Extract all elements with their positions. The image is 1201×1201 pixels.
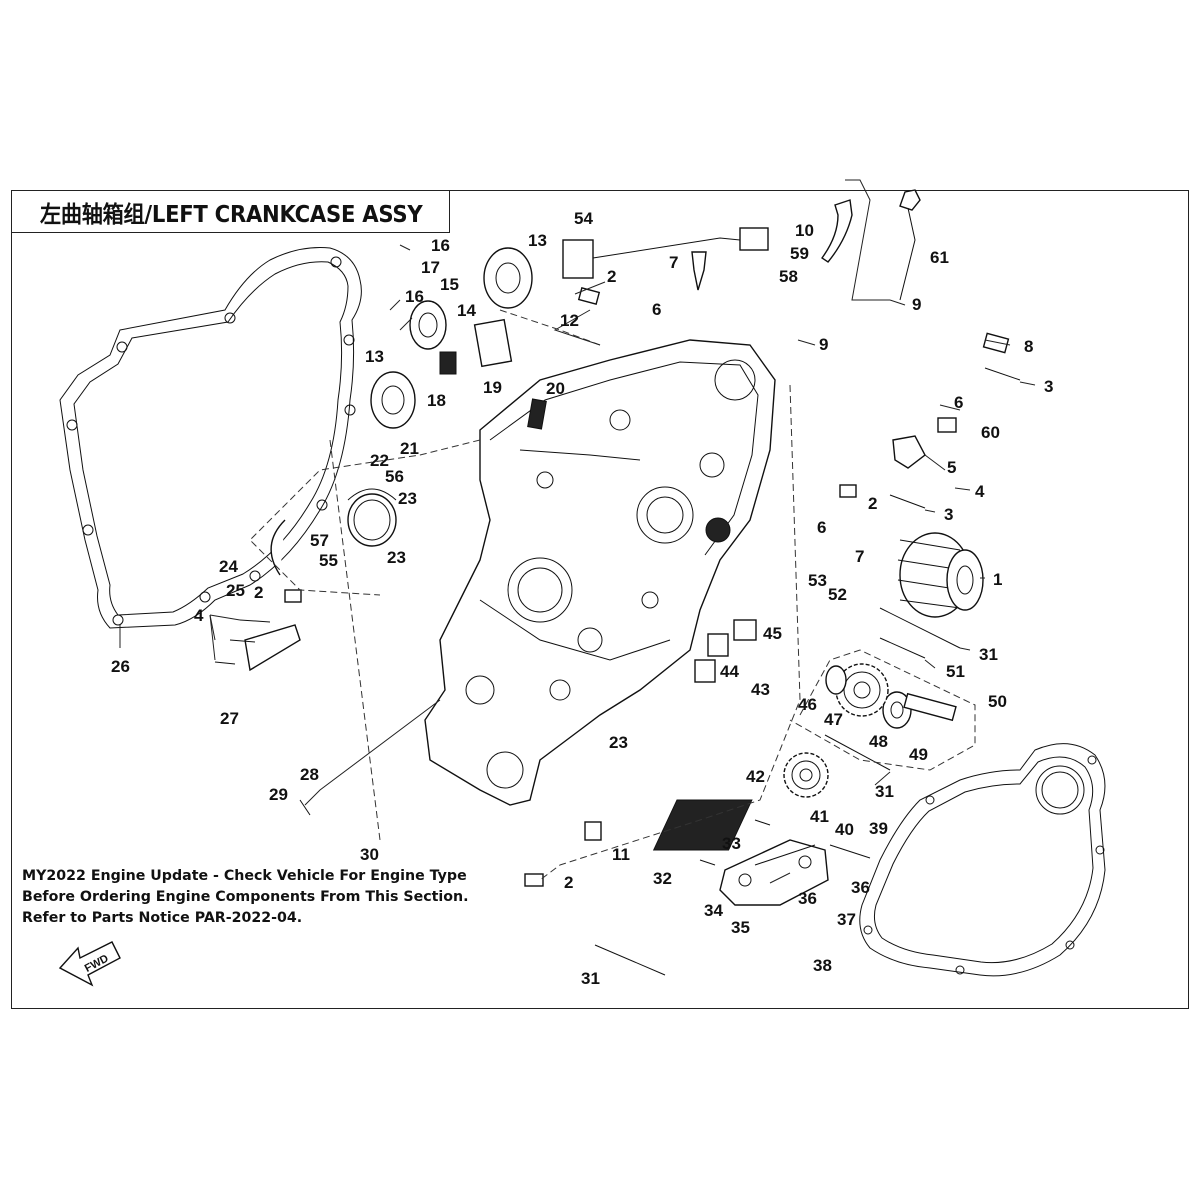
leader-lines (119, 179, 1036, 884)
left-crankcase-body (424, 339, 776, 806)
callout-numbers: 54 13 2 7 10 59 58 61 16 17 16 15 14 12 … (111, 209, 1053, 988)
callout-30: 30 (360, 845, 379, 864)
callout-45: 45 (763, 624, 782, 643)
callout-44: 44 (720, 662, 739, 681)
callout-33: 33 (722, 834, 741, 853)
group-dashed-lines (249, 309, 976, 881)
callout-2: 2 (254, 583, 263, 602)
callout-6: 6 (652, 300, 661, 319)
callout-49: 49 (909, 745, 928, 764)
callout-31: 31 (979, 645, 998, 664)
callout-3: 3 (944, 505, 953, 524)
oil-pump-assembly (652, 799, 829, 906)
diagram-frame (11, 190, 1189, 1009)
callout-16: 16 (405, 287, 424, 306)
right-cover-gasket (859, 743, 1106, 977)
callout-57: 57 (310, 531, 329, 550)
left-cover-gasket (59, 247, 362, 629)
callout-9: 9 (819, 335, 828, 354)
callout-10: 10 (795, 221, 814, 240)
callout-1: 1 (993, 570, 1002, 589)
callout-46: 46 (798, 695, 817, 714)
callout-48: 48 (869, 732, 888, 751)
forward-direction-arrow: FWD (58, 941, 121, 987)
callout-4: 4 (975, 482, 985, 501)
callout-37: 37 (837, 910, 856, 929)
callout-14: 14 (457, 301, 476, 320)
callout-31: 31 (875, 782, 894, 801)
callout-26: 26 (111, 657, 130, 676)
callout-54: 54 (574, 209, 593, 228)
callout-23: 23 (609, 733, 628, 752)
callout-61: 61 (930, 248, 949, 267)
callout-9: 9 (912, 295, 921, 314)
callout-4: 4 (194, 606, 204, 625)
callout-6: 6 (817, 518, 826, 537)
callout-5: 5 (947, 458, 956, 477)
bolts-and-studs (214, 367, 1021, 976)
callout-52: 52 (828, 585, 847, 604)
callout-21: 21 (400, 439, 419, 458)
callout-51: 51 (946, 662, 965, 681)
callout-6: 6 (954, 393, 963, 412)
callout-23: 23 (387, 548, 406, 567)
bushing-seal (270, 488, 397, 576)
callout-11: 11 (612, 845, 630, 864)
callout-16: 16 (431, 236, 450, 255)
diagram-title: 左曲轴箱组/LEFT CRANKCASE ASSY (40, 202, 423, 228)
callout-23: 23 (398, 489, 417, 508)
callout-43: 43 (751, 680, 770, 699)
callout-2: 2 (607, 267, 616, 286)
callout-36: 36 (851, 878, 870, 897)
callout-3: 3 (1044, 377, 1053, 396)
callout-34: 34 (704, 901, 723, 920)
notice-line-3: Refer to Parts Notice PAR-2022-04. (22, 910, 303, 926)
callout-29: 29 (269, 785, 288, 804)
notice-line-1: MY2022 Engine Update - Check Vehicle For… (22, 868, 467, 884)
misc-small-parts (244, 189, 1010, 887)
callout-28: 28 (300, 765, 319, 784)
engine-update-notice: MY2022 Engine Update - Check Vehicle For… (22, 866, 469, 929)
callout-36: 36 (798, 889, 817, 908)
callout-60: 60 (981, 423, 1000, 442)
callout-39: 39 (869, 819, 888, 838)
callout-47: 47 (824, 710, 843, 729)
callout-24: 24 (219, 557, 238, 576)
callout-41: 41 (810, 807, 829, 826)
callout-19: 19 (483, 378, 502, 397)
callout-22: 22 (370, 451, 389, 470)
callout-8: 8 (1024, 337, 1033, 356)
callout-2: 2 (868, 494, 877, 513)
callout-59: 59 (790, 244, 809, 263)
callout-38: 38 (813, 956, 832, 975)
callout-7: 7 (855, 547, 864, 566)
callout-20: 20 (546, 379, 565, 398)
callout-15: 15 (440, 275, 459, 294)
callout-13: 13 (528, 231, 547, 250)
callout-50: 50 (988, 692, 1007, 711)
bearings (370, 247, 912, 729)
callout-56: 56 (385, 467, 404, 486)
callout-40: 40 (835, 820, 854, 839)
title-box (11, 190, 450, 233)
callout-12: 12 (560, 311, 579, 330)
callout-31: 31 (581, 969, 600, 988)
callout-42: 42 (746, 767, 765, 786)
callout-58: 58 (779, 267, 798, 286)
callout-35: 35 (731, 918, 750, 937)
callout-17: 17 (421, 258, 440, 277)
callout-2: 2 (564, 873, 573, 892)
gears (783, 663, 889, 798)
notice-line-2: Before Ordering Engine Components From T… (22, 889, 469, 905)
callout-27: 27 (220, 709, 239, 728)
callout-32: 32 (653, 869, 672, 888)
callout-53: 53 (808, 571, 827, 590)
callout-18: 18 (427, 391, 446, 410)
callout-55: 55 (319, 551, 338, 570)
oil-filter (897, 532, 984, 618)
callout-13: 13 (365, 347, 384, 366)
callout-25: 25 (226, 581, 245, 600)
callout-7: 7 (669, 253, 678, 272)
